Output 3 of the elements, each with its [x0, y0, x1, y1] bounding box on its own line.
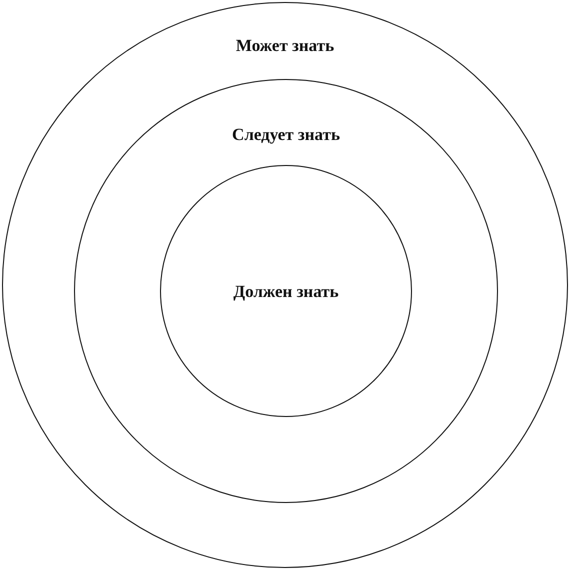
circle-label: Должен знать	[232, 282, 340, 302]
circle-label: Следует знать	[231, 125, 341, 145]
circle-label: Может знать	[234, 36, 336, 56]
